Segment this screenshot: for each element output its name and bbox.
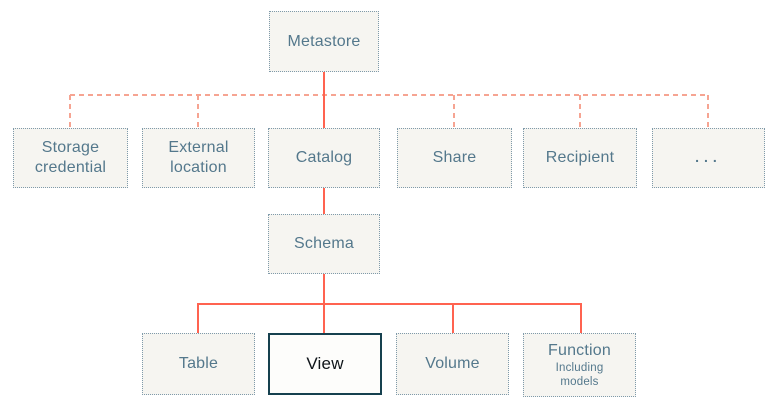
- connector-table: [197, 303, 199, 333]
- connector-dashed-storage-credential: [69, 95, 71, 128]
- connector-catalog-schema: [323, 188, 325, 214]
- connector-function: [580, 303, 582, 333]
- node-table-label: Table: [178, 355, 219, 372]
- connector-dashed-recipient: [579, 95, 581, 128]
- node-schema: Schema: [268, 214, 380, 274]
- connector-volume: [452, 303, 454, 333]
- connector-dashed-external-location: [197, 95, 199, 128]
- node-function-label: Function: [548, 341, 611, 359]
- node-storage-credential-label: Storage credential: [34, 139, 107, 176]
- node-table: Table: [142, 333, 255, 395]
- node-share: Share: [397, 128, 512, 188]
- node-share-label: Share: [432, 149, 477, 166]
- node-external-location: External location: [142, 128, 255, 188]
- node-metastore: Metastore: [269, 11, 379, 72]
- node-metastore-label: Metastore: [287, 32, 361, 50]
- connector-dashed-horizontal: [70, 94, 708, 96]
- node-view: View: [268, 333, 382, 395]
- node-recipient-label: Recipient: [545, 149, 615, 166]
- node-function: Function Including models: [523, 333, 636, 397]
- connector-metastore-catalog: [323, 72, 325, 128]
- node-catalog-label: Catalog: [295, 149, 353, 166]
- node-catalog: Catalog: [268, 128, 380, 188]
- node-function-sublabel: Including models: [555, 361, 604, 388]
- connector-dashed-share: [453, 95, 455, 128]
- node-volume: Volume: [396, 333, 509, 395]
- node-view-label: View: [306, 354, 344, 374]
- node-recipient: Recipient: [523, 128, 637, 188]
- connector-dashed-more: [707, 95, 709, 128]
- connector-solid-horizontal: [197, 303, 582, 305]
- node-more: ...: [652, 128, 765, 188]
- node-external-location-label: External location: [168, 139, 229, 176]
- node-schema-label: Schema: [294, 235, 354, 252]
- node-more-label: ...: [695, 149, 722, 166]
- node-storage-credential: Storage credential: [13, 128, 128, 188]
- node-volume-label: Volume: [425, 355, 480, 372]
